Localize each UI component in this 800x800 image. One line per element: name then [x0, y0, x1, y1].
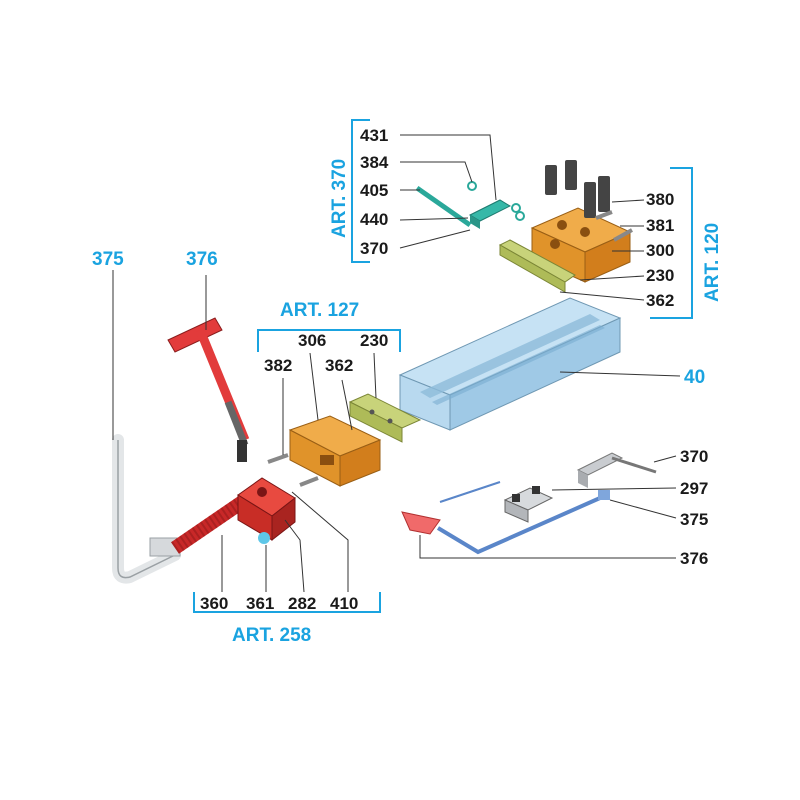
- bar-part-370-top: [468, 199, 512, 229]
- label-370-top: 370: [360, 239, 388, 258]
- label-375-left: 375: [92, 249, 124, 270]
- label-382: 382: [264, 356, 292, 375]
- clamp-assembly-258: [171, 477, 296, 554]
- label-297: 297: [680, 479, 708, 498]
- label-230-mid: 230: [360, 331, 388, 350]
- label-230-top: 230: [646, 266, 674, 285]
- label-384: 384: [360, 153, 389, 172]
- label-300: 300: [646, 241, 674, 260]
- l-key-part-375: [112, 434, 181, 584]
- screws-part-380: [545, 160, 610, 218]
- ring-part-431: [511, 203, 521, 213]
- label-360: 360: [200, 594, 228, 613]
- ring-part-440: [515, 211, 525, 221]
- label-306: 306: [298, 331, 326, 350]
- bracket-art-258: [193, 592, 381, 613]
- label-381: 381: [646, 216, 674, 235]
- label-361: 361: [246, 594, 274, 613]
- label-380: 380: [646, 190, 674, 209]
- rail-part-40: [398, 297, 622, 431]
- assembly-label-art-127: ART. 127: [280, 300, 359, 321]
- label-362-mid: 362: [325, 356, 353, 375]
- label-410: 410: [330, 594, 358, 613]
- jaw-part-230-top: [498, 239, 576, 293]
- block-part-297: [503, 486, 554, 523]
- t-handle-part-376: [167, 317, 250, 462]
- screw-part-382: [267, 453, 289, 464]
- label-376-right: 376: [680, 549, 708, 568]
- label-376-left: 376: [186, 249, 218, 270]
- t-handle-part-376-right: [401, 481, 501, 535]
- leader-lines: [112, 134, 681, 593]
- rod-part-405: [415, 185, 472, 228]
- label-362-top: 362: [646, 291, 674, 310]
- assembly-label-art-120: ART. 120: [702, 223, 723, 302]
- bracket-art-370: [351, 119, 370, 263]
- l-key-part-375-right: [436, 490, 610, 555]
- bar-part-370-right: [576, 452, 657, 488]
- label-370-right: 370: [680, 447, 708, 466]
- pins-part-381: [595, 210, 633, 242]
- jaw-part-230-mid: [348, 393, 422, 443]
- label-375-right: 375: [680, 510, 708, 529]
- bracket-art-120: [650, 167, 693, 319]
- ring-part-384: [467, 181, 477, 191]
- label-440: 440: [360, 210, 388, 229]
- assembly-label-art-370: ART. 370: [329, 159, 350, 238]
- screw-part-382b: [299, 476, 319, 487]
- bracket-art-127: [257, 329, 401, 352]
- assembly-label-art-258: ART. 258: [232, 625, 311, 646]
- label-40: 40: [684, 367, 705, 388]
- block-part-306: [288, 415, 382, 487]
- label-431: 431: [360, 126, 388, 145]
- label-282: 282: [288, 594, 316, 613]
- label-405: 405: [360, 181, 388, 200]
